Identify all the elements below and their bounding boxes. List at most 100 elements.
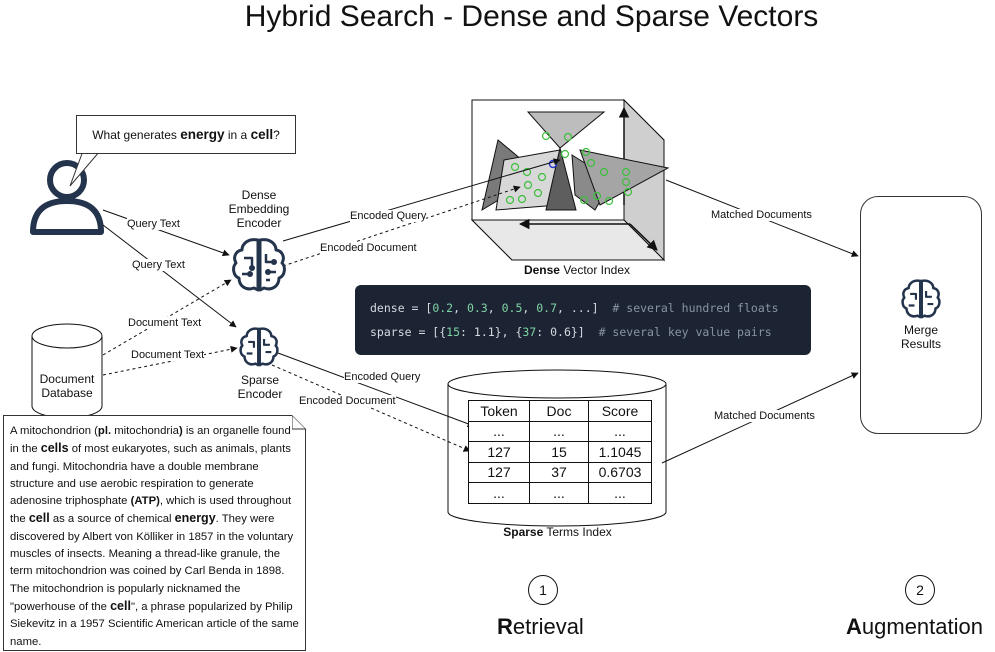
code-text: 0.6 [550,325,571,339]
table-cell: ... [468,420,530,442]
label-line: Database [41,386,93,400]
table-cell: 1.1045 [588,441,652,463]
edge-label-query-text: Query Text [132,259,185,271]
document-keyword: energy [174,511,216,526]
document-database-cylinder [31,323,103,419]
code-text: sparse = [{ [370,325,447,339]
document-keyword: cells [40,441,69,456]
edge-label-document-text: Document Text [128,317,202,329]
label-line: Document [39,372,95,386]
step-label-retrieval: Retrieval [497,614,584,640]
table-cell: 127 [468,441,530,463]
code-number: 0.5 [501,301,523,315]
step-number-augmentation: 2 [905,575,935,605]
label-rest: Vector Index [559,263,631,277]
code-comment: # several key value pairs [598,325,772,339]
step-number-retrieval: 1 [528,575,558,605]
edge-label-encoded-document: Encoded Document [320,242,417,254]
query-keyword-energy: energy [180,127,225,142]
label-bold: Sparse [503,525,544,539]
table-header: Doc [529,400,589,422]
document-keyword: (ATP) [130,495,160,508]
code-line-dense: dense = [0.2, 0.3, 0.5, 0.7, ...] # seve… [370,301,779,315]
code-line-sparse: sparse = [{15: 1.1}, {37: 0.6}] # severa… [370,325,772,339]
table-cell: 0.6703 [588,461,652,483]
dense-encoder-label: Dense Embedding Encoder [223,188,295,230]
table-row: ... ... ... [468,482,652,504]
edge-label-document-text: Document Text [131,349,205,361]
document-text: A mitochondrion ( [10,425,98,437]
table-cell: 37 [529,461,589,483]
dense-index-label: Dense Vector Index [492,263,662,277]
query-text-part: in a [224,128,251,142]
dense-encoder-brain-icon [232,238,286,292]
code-number: 0.7 [536,301,558,315]
table-cell: 127 [468,461,530,483]
document-text: mitochondria [111,425,179,437]
edge-label-matched-documents: Matched Documents [714,410,815,422]
document-text: is an organelle found in the [10,425,291,456]
document-text: , which is used throughout the [10,495,292,526]
label-line: Results [900,337,941,351]
label-line: Dense [241,188,277,202]
vector-code-snippet: dense = [0.2, 0.3, 0.5, 0.7, ...] # seve… [355,285,811,355]
edge-label-encoded-document: Encoded Document [299,395,396,407]
label-line: Encoder [236,216,282,230]
step-initial: R [497,614,513,639]
table-cell: ... [468,482,530,504]
code-text: dense = [ [370,301,433,315]
document-fold-corner [292,415,307,430]
code-comment: # several hundred floats [612,301,779,315]
dense-vector-index-graphic [470,98,670,262]
code-number: 0.2 [432,301,454,315]
edge-label-query-text: Query Text [127,218,180,230]
merge-brain-icon [901,279,941,319]
merge-results-label: Merge Results [860,323,982,351]
edge-label-encoded-query: Encoded Query [344,371,421,383]
label-rest: Terms Index [543,525,612,539]
document-text: . They were discovered by Albert von Köl… [10,513,294,613]
query-text-part: ? [273,128,280,142]
user-icon [30,160,104,235]
document-text-box: A mitochondrion (pl. mitochondria) is an… [3,415,306,651]
step-initial: A [846,614,862,639]
sparse-encoder-brain-icon [239,327,279,367]
step-rest: etrieval [512,614,584,639]
document-keyword: ) [178,425,183,437]
table-row: ... ... ... [468,420,652,442]
label-line: Sparse [240,373,280,387]
code-text: 1.1 [473,325,495,339]
label-bold: Dense [523,263,560,277]
edge-label-encoded-query: Encoded Query [350,210,427,222]
table-header: Score [588,400,652,422]
table-header: Token [468,400,530,422]
table-row: 127 15 1.1045 [468,441,652,463]
document-keyword: cell [28,511,50,526]
diagram-title: Hybrid Search - Dense and Sparse Vectors [244,0,819,33]
table-cell: 15 [529,441,589,463]
code-number: 37 [522,325,537,339]
step-label-augmentation: Augmentation [846,614,983,640]
document-keyword: pl. [97,425,112,437]
document-database-label: Document Database [32,372,102,400]
sparse-encoder-label: Sparse Encoder [225,373,295,401]
sparse-index-label: Sparse Terms Index [480,525,635,539]
step-rest: ugmentation [861,614,983,639]
document-text: ", a phrase popularized by Philip Siekev… [10,600,299,648]
code-number: 0.3 [466,301,488,315]
document-text: as a source of chemical [49,513,175,526]
edge-label-matched-documents: Matched Documents [711,209,812,221]
document-keyword: cell [110,598,131,613]
table-cell: ... [588,420,652,442]
label-line: Encoder [237,387,283,401]
table-header-row: Token Doc Score [468,400,652,422]
code-text: , ...] [557,301,599,315]
query-speech-bubble: What generates energy in a cell? [76,115,296,154]
table-row: 127 37 0.6703 [468,461,652,483]
table-cell: ... [588,482,652,504]
query-text-part: What generates [92,128,181,142]
sparse-terms-table: Token Doc Score ... ... ... 127 15 1.104… [468,400,652,504]
query-keyword-cell: cell [250,127,274,142]
document-text: of most eukaryotes, such as animals, pla… [10,443,291,508]
